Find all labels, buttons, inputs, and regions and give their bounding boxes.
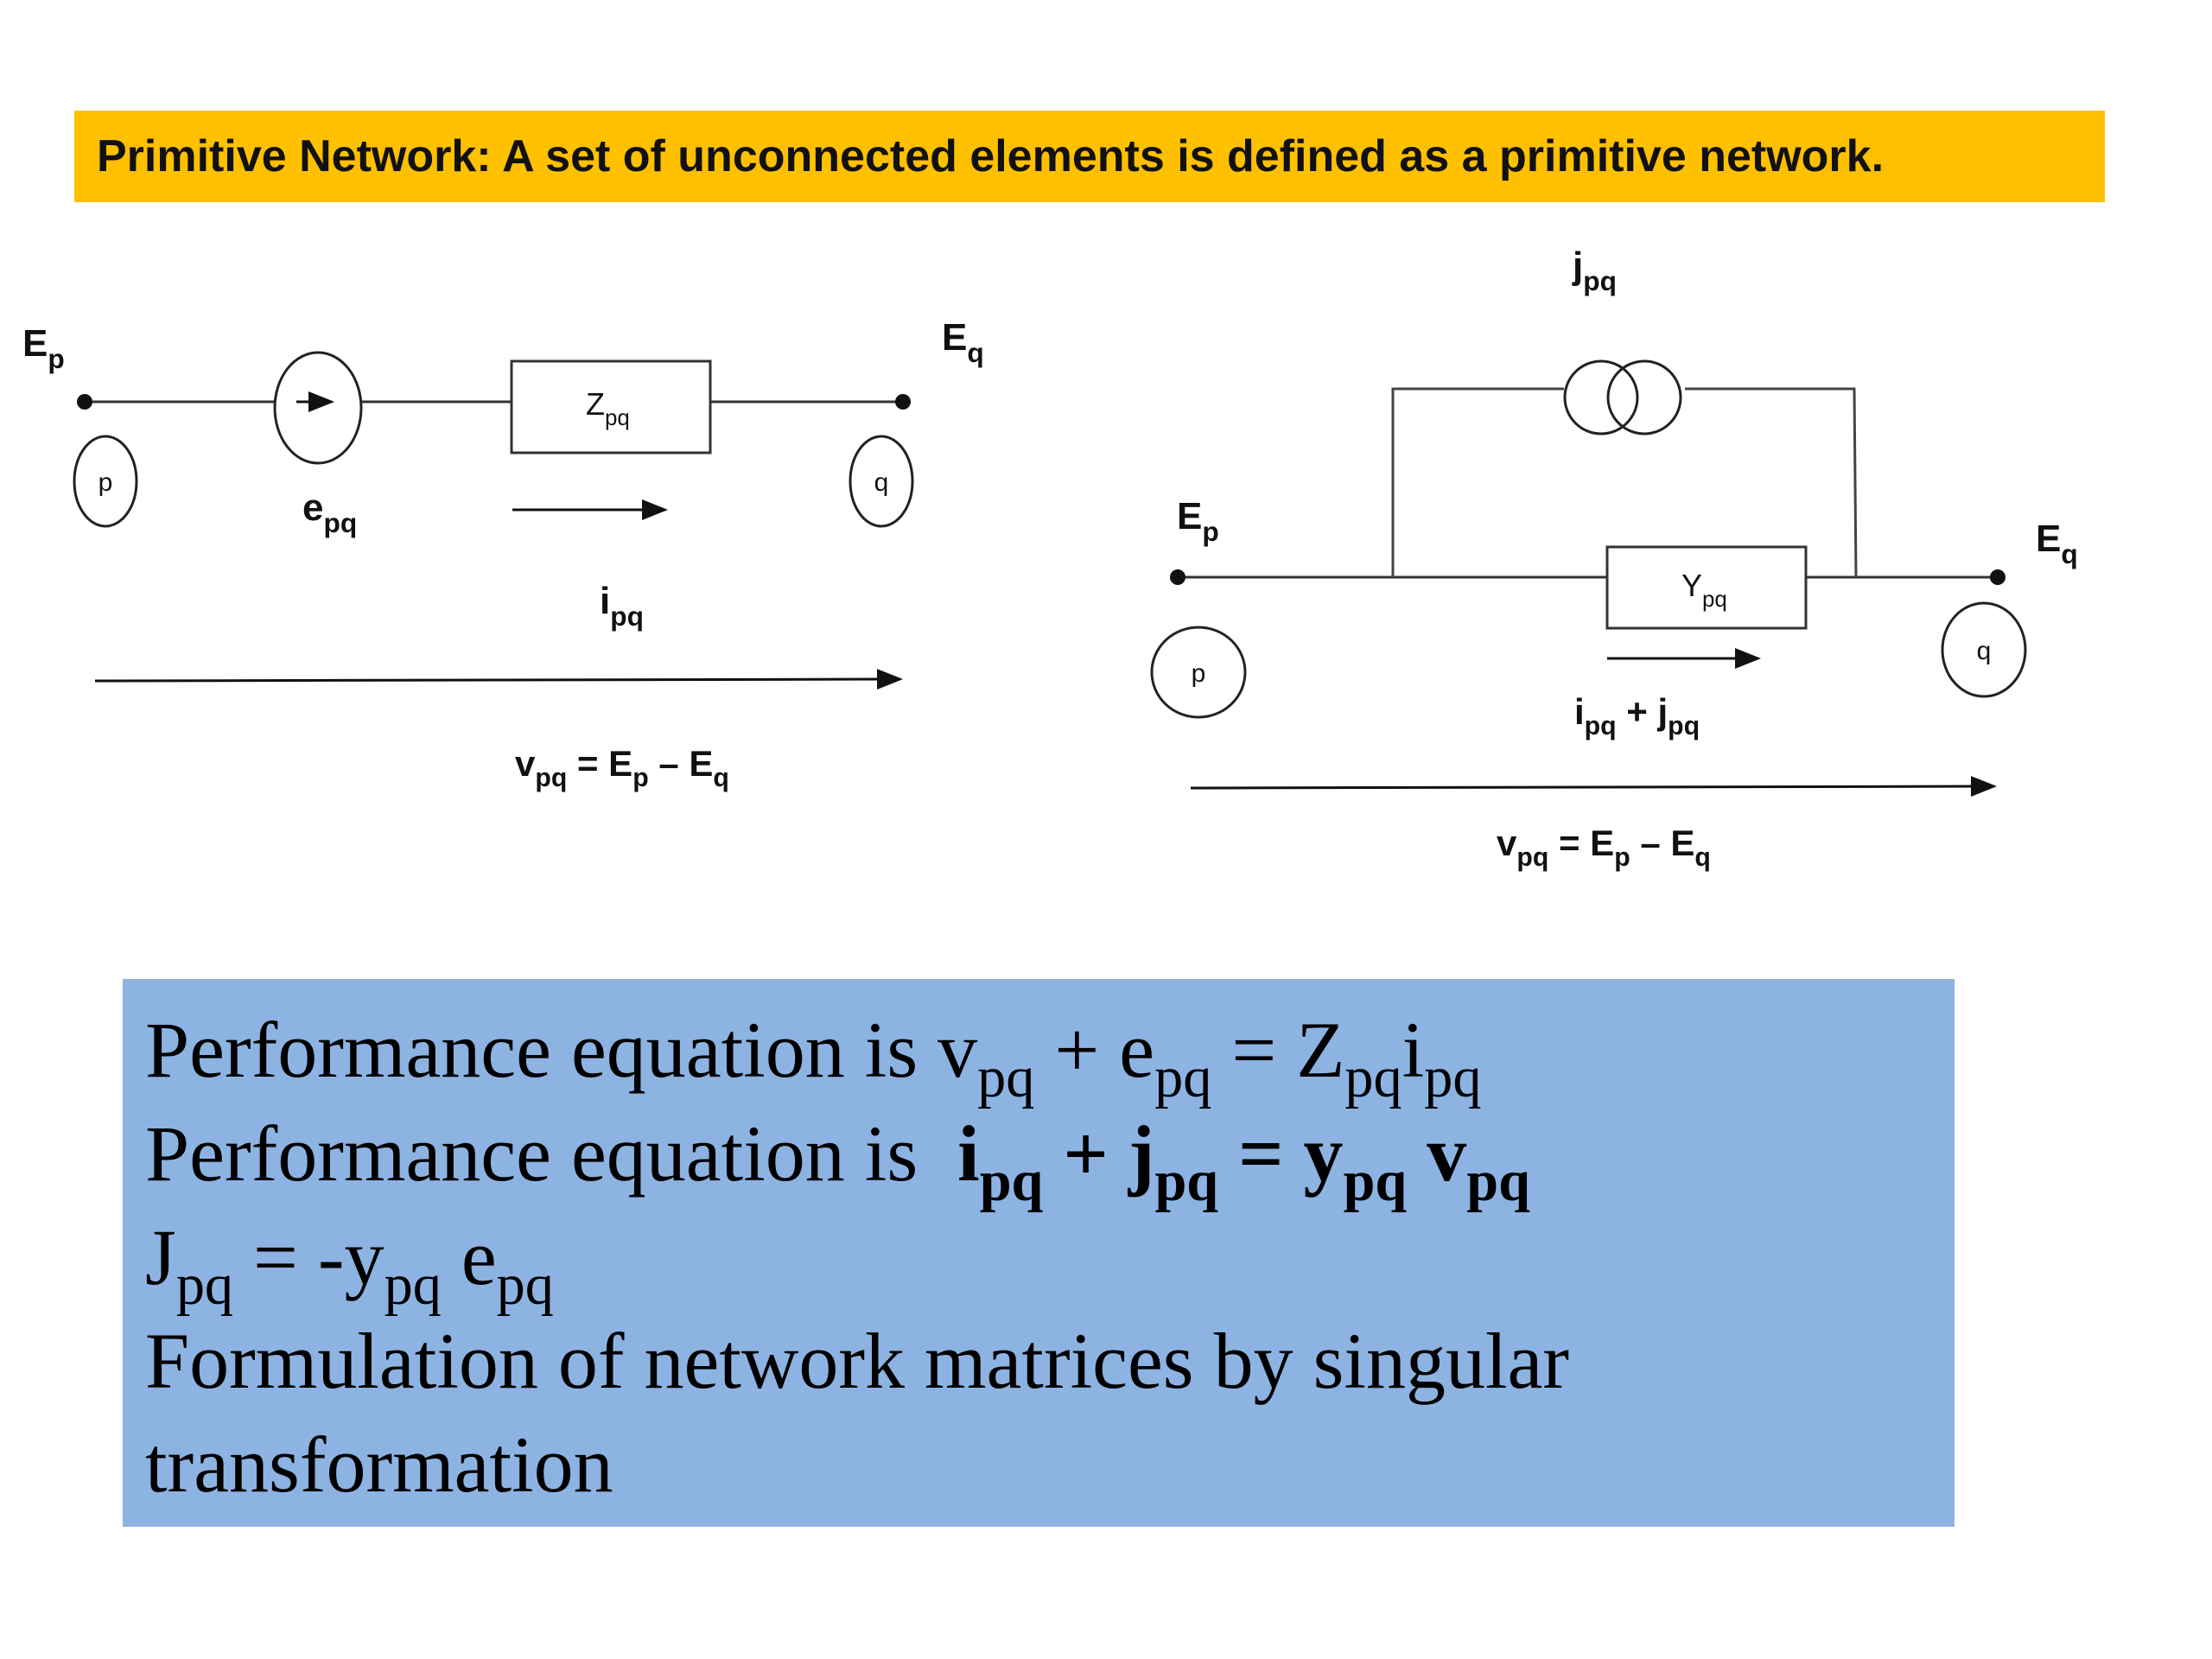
left-Eq-label: Eq: [942, 316, 984, 368]
source-label: epq: [302, 486, 357, 538]
left-node-q-label: q: [874, 468, 889, 497]
equation-line-5: transformation: [145, 1421, 613, 1509]
node-p-circle: [73, 435, 138, 528]
equation-line-1: Performance equation is vpq + epq = Zpqi…: [145, 1006, 1482, 1110]
right-node-p-circle: [1150, 626, 1247, 719]
current-source-icon-ring: [1606, 359, 1682, 435]
current-label: ipq: [600, 580, 644, 632]
right-voltage-equation: vpq = Ep – Eq: [1497, 823, 1711, 872]
right-Ep-label: Ep: [1177, 495, 1219, 547]
equation-line-4: Formulation of network matrices by singu…: [145, 1317, 1570, 1405]
left-circuit: Ep Eq p q Zpq epq ipq vpq = Ep – Eq: [22, 316, 984, 792]
admittance-label: Ypq: [1681, 568, 1727, 612]
banner-text: Primitive Network: A set of unconnected …: [97, 131, 1885, 181]
left-node-p-label: p: [99, 468, 113, 497]
node-q-circle: [849, 435, 914, 528]
right-node-p-dot: [1170, 569, 1185, 585]
current-source-icon: [1563, 359, 1639, 435]
right-node-q-circle: [1941, 601, 2027, 698]
equation-line-3: Jpq = -ypq epq: [145, 1213, 554, 1318]
node-p-dot: [77, 394, 92, 410]
parallel-branch-right: [1685, 387, 1858, 578]
right-node-q-dot: [1990, 569, 2005, 585]
admittance-box: [1605, 545, 1808, 630]
voltage-source-icon: [273, 351, 363, 465]
left-Ep-label: Ep: [22, 322, 65, 374]
right-voltage-arrow: [1190, 776, 1997, 798]
left-voltage-equation: vpq = Ep – Eq: [515, 743, 729, 792]
voltage-arrow: [94, 669, 903, 690]
right-node-q-label: q: [1977, 637, 1992, 665]
equation-box: Performance equation is vpq + epq = Zpqi…: [123, 979, 1955, 1527]
parallel-branch-left: [1391, 387, 1564, 577]
right-current-label: ipq + jpq: [1574, 691, 1700, 741]
node-q-dot: [895, 394, 911, 410]
right-circuit: jpq Ep Eq p q Ypq ipq + jpq vpq = Ep – E…: [1150, 245, 2078, 872]
equation-line-2: Performance equation is ipq + jpq = ypq …: [145, 1109, 1530, 1214]
impedance-box: [510, 359, 712, 454]
impedance-label: Zpq: [586, 386, 630, 430]
right-Eq-label: Eq: [2036, 518, 2078, 569]
source-j-label: jpq: [1572, 245, 1617, 296]
right-node-p-label: p: [1192, 659, 1206, 688]
title-banner: Primitive Network: A set of unconnected …: [74, 111, 2105, 202]
